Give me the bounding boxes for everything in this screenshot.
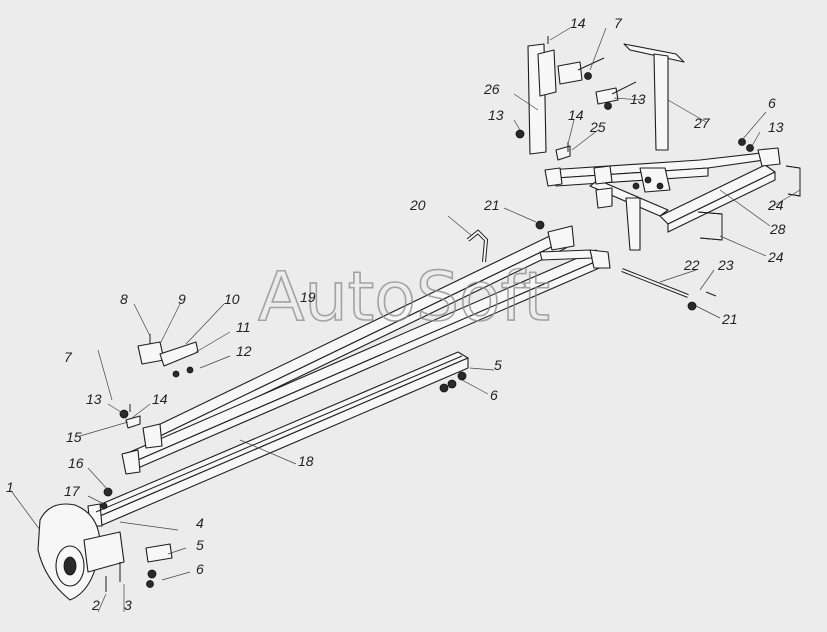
- vertical-post: [527, 43, 637, 155]
- callout-c10: 10: [224, 291, 240, 307]
- callout-c21b: 21: [721, 311, 738, 327]
- disc-assembly: [37, 503, 173, 601]
- callout-c22: 22: [683, 257, 700, 273]
- callout-c24a: 24: [767, 197, 784, 213]
- callout-c11: 11: [236, 319, 251, 335]
- callout-c9: 9: [178, 291, 186, 307]
- callout-c28: 28: [769, 221, 786, 237]
- callout-c8: 8: [120, 291, 128, 307]
- u-bolt-front: [466, 229, 489, 263]
- leader-lines: [11, 27, 801, 613]
- callout-c18: 18: [298, 453, 314, 469]
- callout-c14c: 14: [568, 107, 584, 123]
- callout-c6b: 6: [490, 387, 498, 403]
- callout-c6a: 6: [196, 561, 204, 577]
- callout-c14a: 14: [152, 391, 168, 407]
- u-bolts: [697, 165, 801, 241]
- callout-c19: 19: [300, 289, 316, 305]
- bracket-post: [623, 43, 685, 151]
- watermark-text: AutoSoft: [258, 258, 550, 337]
- callout-c2: 2: [91, 597, 100, 613]
- callout-c25: 25: [589, 119, 606, 135]
- callout-c7b: 7: [614, 15, 623, 31]
- callout-c13d: 13: [488, 107, 504, 123]
- callout-c24b: 24: [767, 249, 784, 265]
- callout-c15: 15: [66, 429, 82, 445]
- callout-c17: 17: [64, 483, 81, 499]
- callout-c26: 26: [483, 81, 500, 97]
- callout-c7a: 7: [64, 349, 73, 365]
- callout-c23: 23: [717, 257, 734, 273]
- callout-c27: 27: [693, 115, 711, 131]
- callout-c5b: 5: [494, 357, 502, 373]
- callout-c14b: 14: [570, 15, 586, 31]
- callout-c4: 4: [196, 515, 204, 531]
- callout-c5a: 5: [196, 537, 204, 553]
- callout-c21a: 21: [483, 197, 500, 213]
- callout-c6c: 6: [768, 95, 776, 111]
- callout-c3: 3: [124, 597, 132, 613]
- rear-triangular-frame: [544, 147, 781, 251]
- callout-c20: 20: [409, 197, 426, 213]
- axle-shaft: [621, 268, 689, 298]
- callout-c16: 16: [68, 455, 84, 471]
- callout-c1: 1: [6, 479, 14, 495]
- callout-c13a: 13: [86, 391, 102, 407]
- callout-c13c: 13: [630, 91, 646, 107]
- lower-beam: [87, 351, 469, 527]
- callout-c12: 12: [236, 343, 252, 359]
- upper-frame-beam: [121, 225, 611, 475]
- callout-c13b: 13: [768, 119, 784, 135]
